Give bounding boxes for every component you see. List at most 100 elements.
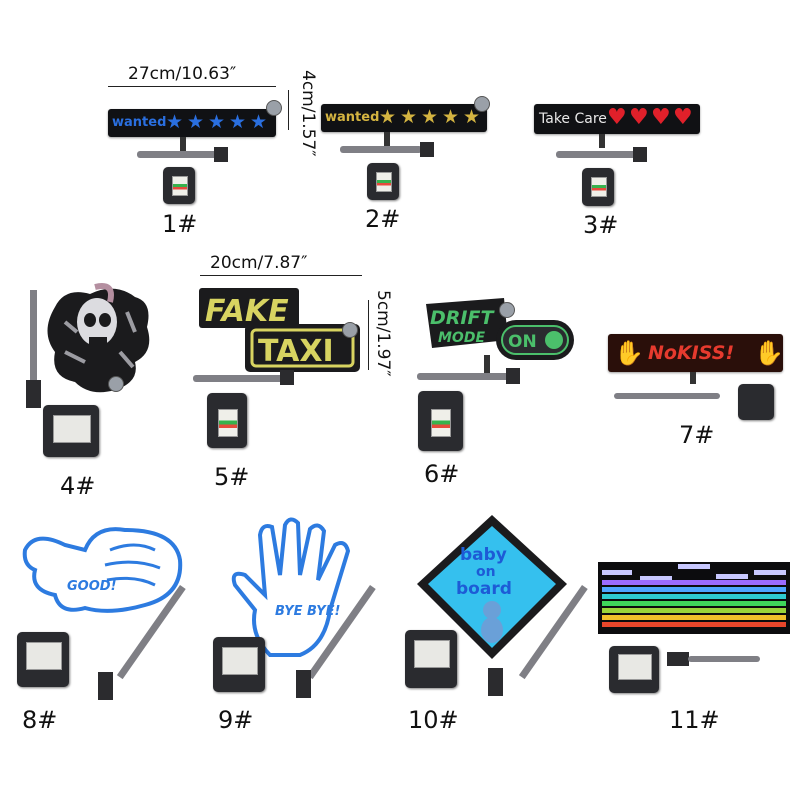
sound-controller-box: [609, 646, 659, 693]
item-number: 6#: [424, 460, 460, 488]
item-number: 7#: [679, 421, 715, 449]
width-dimension-label: 27cm/10.63″: [128, 64, 237, 84]
heart-icon: ♥: [673, 105, 693, 130]
height-dimension-label: 5cm/1.97″: [373, 290, 393, 377]
sign-text: FAKE: [205, 294, 289, 329]
sign-text: board: [456, 579, 512, 599]
sign-text: Take Care: [539, 111, 607, 127]
suction-cup-icon: [266, 100, 282, 116]
star-icon: ★: [400, 106, 418, 128]
sound-controller-box: [582, 168, 614, 206]
heart-icon: ♥: [629, 105, 649, 130]
heart-icon: ♥: [651, 105, 671, 130]
usb-connector-icon: [488, 668, 503, 696]
usb-connector-icon: [667, 652, 689, 666]
cable: [30, 290, 37, 385]
baby-on-board-sign: baby on board: [417, 515, 567, 659]
sign-text: on: [476, 564, 496, 580]
star-icon: ★: [379, 106, 397, 128]
star-icon: ★: [166, 111, 184, 133]
item-number: 3#: [583, 211, 619, 239]
item-number: 5#: [214, 463, 250, 491]
usb-connector-icon: [26, 380, 41, 408]
sound-controller-box: [405, 630, 457, 688]
sound-controller-box: [213, 637, 265, 692]
usb-connector-icon: [280, 370, 294, 385]
waving-hand-icon: ✋: [754, 339, 784, 367]
skull-sign: [47, 283, 150, 393]
nokiss-sign: ✋ NoKISS! ✋: [608, 334, 784, 372]
item-number: 9#: [218, 706, 254, 734]
fake-taxi-sign: FAKE TAXI: [199, 288, 360, 372]
sound-controller-box: [163, 167, 195, 204]
cable: [556, 151, 636, 158]
cable: [137, 151, 217, 158]
sign-text: TAXI: [258, 334, 334, 369]
take-care-sign: Take Care ♥ ♥ ♥ ♥: [534, 104, 700, 134]
cable-joint: [599, 134, 605, 148]
usb-connector-icon: [420, 142, 434, 157]
suction-cup-icon: [342, 322, 358, 338]
sign-text: wanted: [325, 110, 380, 125]
heart-icon: ♥: [607, 105, 627, 130]
sign-text: MODE: [438, 330, 485, 346]
cable: [417, 373, 509, 380]
good-hand-sign: GOOD!: [22, 527, 183, 613]
cable: [614, 393, 720, 399]
height-dimension-line: [368, 300, 369, 370]
suction-cup-icon: [108, 376, 124, 392]
sign-text: baby: [460, 545, 507, 565]
star-icon: ★: [421, 106, 439, 128]
drift-mode-sign: DRIFT MODE ON: [426, 298, 574, 360]
cable-joint: [690, 372, 696, 384]
equalizer-sign: [598, 562, 790, 634]
star-icon: ★: [229, 111, 247, 133]
star-icon: ★: [187, 111, 205, 133]
star-icon: ★: [250, 111, 268, 133]
item-number: 4#: [60, 472, 96, 500]
suction-cup-icon: [499, 302, 515, 318]
sign-text: GOOD!: [67, 579, 117, 594]
sound-controller-box: [418, 391, 463, 451]
cable: [688, 656, 760, 662]
width-dimension-label: 20cm/7.87″: [210, 253, 308, 273]
cable-joint: [384, 132, 390, 146]
item-number: 8#: [22, 706, 58, 734]
cable: [340, 146, 422, 153]
sound-controller-box: [17, 632, 69, 687]
width-dimension-line: [200, 275, 362, 276]
item-number: 11#: [669, 706, 720, 734]
sign-text: NoKISS!: [648, 342, 735, 364]
star-icon: ★: [442, 106, 460, 128]
wanted-blue-sign: wanted ★ ★ ★ ★ ★: [108, 109, 276, 137]
wanted-gold-sign: wanted ★ ★ ★ ★ ★: [321, 104, 487, 132]
sound-controller-box: [207, 393, 247, 448]
bye-bye-hand-sign: BYE BYE!: [231, 517, 351, 657]
sign-text: BYE BYE!: [275, 604, 341, 619]
cable-joint: [484, 355, 490, 373]
usb-connector-icon: [214, 147, 228, 162]
suction-cup-icon: [474, 96, 490, 112]
usb-connector-icon: [506, 368, 520, 384]
usb-connector-icon: [296, 670, 311, 698]
width-dimension-line: [108, 86, 276, 87]
sign-text: wanted: [112, 115, 167, 130]
item-number: 1#: [162, 210, 198, 238]
sound-controller-box: [738, 384, 774, 420]
item-number: 2#: [365, 205, 401, 233]
waving-hand-icon: ✋: [614, 339, 644, 367]
cable: [193, 375, 283, 382]
item-number: 10#: [408, 706, 459, 734]
height-dimension-label: 4cm/1.57″: [298, 70, 318, 157]
star-icon: ★: [208, 111, 226, 133]
cable-joint: [180, 137, 186, 151]
usb-connector-icon: [633, 147, 647, 162]
sign-text: DRIFT: [430, 307, 495, 329]
sign-text: ON: [508, 332, 537, 352]
sound-controller-box: [367, 163, 399, 200]
star-icon: ★: [463, 106, 481, 128]
usb-connector-icon: [98, 672, 113, 700]
sound-controller-box: [43, 405, 99, 457]
height-dimension-line: [288, 90, 289, 130]
